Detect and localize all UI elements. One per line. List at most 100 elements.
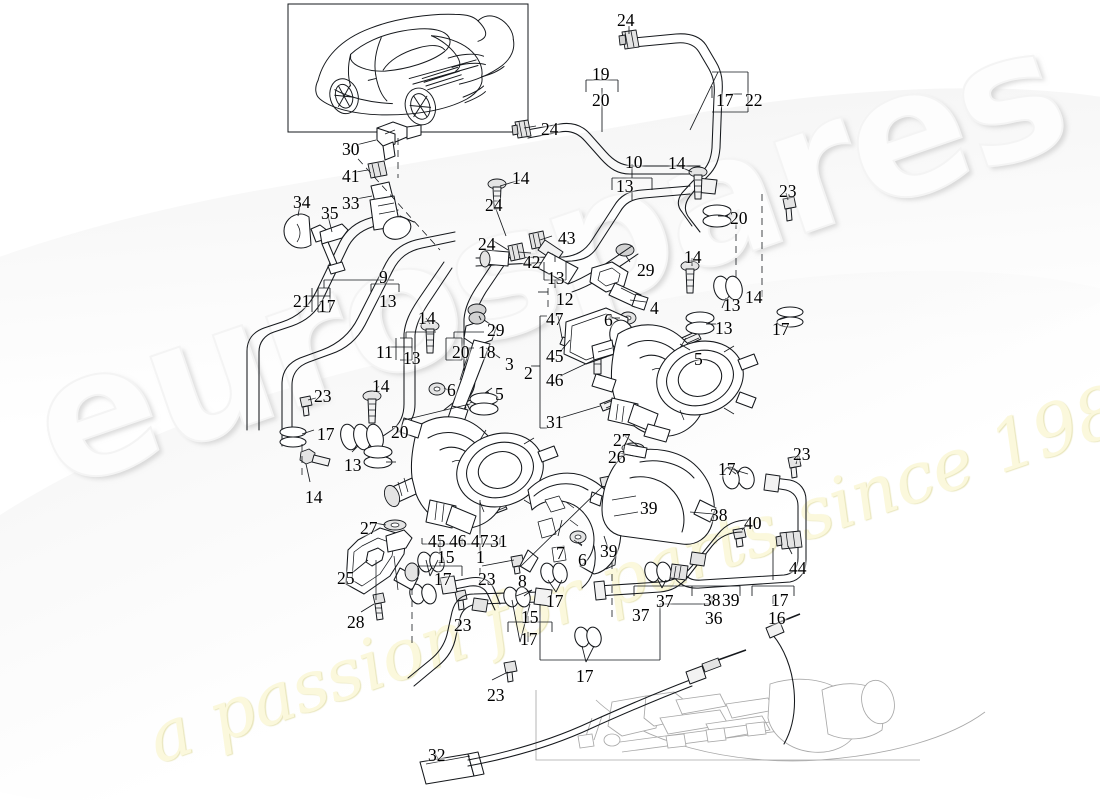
bracket-34-35	[283, 213, 349, 275]
callout-number-17: 17	[772, 319, 790, 339]
callout-number-20: 20	[592, 90, 610, 110]
callout-number-27: 27	[360, 518, 378, 538]
tube-36	[593, 519, 749, 601]
callout-number-34: 34	[293, 192, 311, 212]
callout-number-26: 26	[608, 447, 626, 467]
callout-number-35: 35	[321, 203, 339, 223]
callout-number-23: 23	[314, 386, 332, 406]
callout-number-40: 40	[744, 513, 762, 533]
callout-number-11: 11	[376, 342, 393, 362]
callout-number-45: 45	[546, 346, 564, 366]
callout-number-20: 20	[452, 342, 470, 362]
callout-number-2: 2	[524, 363, 533, 383]
callout-number-1: 1	[476, 547, 485, 567]
bracket-25	[345, 527, 420, 600]
callout-number-13: 13	[715, 318, 733, 338]
callout-number-5: 5	[694, 349, 703, 369]
callout-number-23: 23	[454, 615, 472, 635]
sensor-lead-right	[765, 613, 801, 745]
callout-number-9: 9	[379, 267, 388, 287]
callout-number-14: 14	[372, 376, 390, 396]
callout-number-33: 33	[342, 193, 360, 213]
callout-number-39: 39	[600, 541, 618, 561]
callout-number-20: 20	[730, 208, 748, 228]
callout-number-23: 23	[779, 181, 797, 201]
callout-number-6: 6	[578, 550, 587, 570]
callout-number-6: 6	[447, 380, 456, 400]
callout-number-12: 12	[556, 289, 574, 309]
callout-number-14: 14	[512, 168, 530, 188]
callout-number-42: 42	[523, 252, 541, 272]
callout-number-38: 38	[710, 505, 728, 525]
callout-number-37: 37	[632, 605, 650, 625]
pipe-21-17	[246, 209, 399, 431]
callout-number-23: 23	[487, 685, 505, 705]
callout-number-46: 46	[449, 531, 467, 551]
callout-number-18: 18	[478, 342, 496, 362]
leader-lines	[297, 26, 799, 763]
callout-number-30: 30	[342, 139, 360, 159]
callout-number-7: 7	[556, 543, 565, 563]
callout-number-15: 15	[521, 607, 539, 627]
callout-number-24: 24	[478, 234, 496, 254]
callout-number-3: 3	[505, 354, 514, 374]
callout-number-17: 17	[576, 666, 594, 686]
callout-number-17: 17	[317, 424, 335, 444]
engine-ghost	[535, 678, 986, 762]
callout-number-14: 14	[745, 287, 763, 307]
callout-number-13: 13	[547, 268, 565, 288]
pipe-19-20	[526, 122, 701, 175]
callout-number-13: 13	[379, 291, 397, 311]
callout-number-44: 44	[789, 558, 807, 578]
sensor-32	[419, 649, 747, 785]
clamp-24-top	[618, 29, 640, 50]
callout-number-32: 32	[428, 745, 446, 765]
clamp-44	[775, 530, 803, 550]
clamp-41	[367, 160, 388, 179]
callout-number-36: 36	[705, 608, 723, 628]
callout-number-4: 4	[650, 298, 659, 318]
callout-number-47: 47	[471, 531, 489, 551]
callout-number-31: 31	[490, 531, 508, 551]
callout-number-23: 23	[793, 444, 811, 464]
hose-15-lower-left	[439, 575, 501, 611]
callout-number-28: 28	[347, 612, 365, 632]
turbocharger-right	[563, 307, 759, 443]
callout-number-14: 14	[418, 308, 436, 328]
callout-number-10: 10	[625, 152, 643, 172]
callout-number-21: 21	[293, 291, 311, 311]
callout-number-38: 38	[703, 590, 721, 610]
callout-number-17: 17	[771, 590, 789, 610]
callout-number-13: 13	[344, 455, 362, 475]
callout-number-24: 24	[617, 10, 635, 30]
valve-30	[376, 121, 422, 161]
vehicle-inset	[287, 3, 529, 133]
callout-number-5: 5	[495, 384, 504, 404]
callout-number-13: 13	[403, 348, 421, 368]
clamp-24-b	[511, 119, 532, 139]
callout-number-24: 24	[541, 119, 559, 139]
callout-number-13: 13	[616, 176, 634, 196]
heat-shield-7	[519, 472, 622, 589]
callout-number-17: 17	[718, 459, 736, 479]
callout-number-39: 39	[722, 590, 740, 610]
callout-number-39: 39	[640, 498, 658, 518]
callout-number-29: 29	[487, 320, 505, 340]
callout-number-27: 27	[613, 430, 631, 450]
callout-number-25: 25	[337, 568, 355, 588]
callout-number-46: 46	[546, 370, 564, 390]
callout-number-13: 13	[723, 295, 741, 315]
callout-number-14: 14	[668, 153, 686, 173]
callout-number-17: 17	[318, 296, 336, 316]
turbocharger-left	[383, 416, 559, 535]
pipe-9-13	[281, 231, 456, 447]
callout-number-29: 29	[637, 260, 655, 280]
callout-number-17: 17	[716, 90, 734, 110]
callout-number-8: 8	[518, 571, 527, 591]
callout-number-37: 37	[656, 591, 674, 611]
callout-number-17: 17	[546, 591, 564, 611]
callout-number-17: 17	[434, 569, 452, 589]
hose-15-lower-centre	[407, 587, 553, 687]
callout-number-15: 15	[437, 547, 455, 567]
